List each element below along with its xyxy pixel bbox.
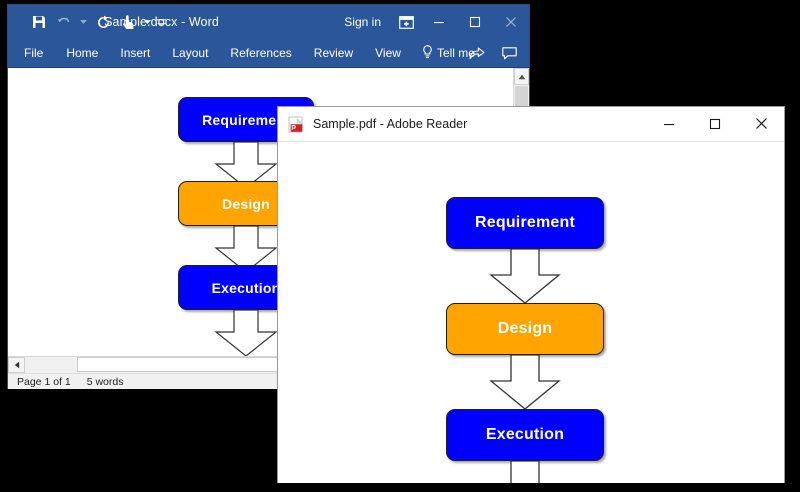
customize-qat-icon[interactable] [156, 11, 167, 33]
share-icon[interactable] [461, 39, 493, 67]
pdf-close-button[interactable] [738, 107, 784, 140]
status-word-count: 5 words [86, 375, 124, 388]
flow-connector-design-to-execution [488, 355, 562, 411]
tell-me-search[interactable]: Tell me [412, 44, 485, 62]
pdf-window-controls[interactable] [646, 107, 784, 140]
touch-mode-icon[interactable] [117, 11, 139, 33]
flow-connector-execution-trailing [488, 461, 562, 483]
tab-review[interactable]: Review [313, 46, 354, 60]
tab-home[interactable]: Home [66, 46, 99, 60]
flow-node-label: Design [497, 320, 553, 337]
adobe-pdf-icon [288, 116, 305, 133]
scroll-left-arrow-icon[interactable] [8, 357, 25, 373]
pdf-page-view[interactable]: Requirement Design Execution [278, 142, 784, 483]
tab-file[interactable]: File [24, 46, 44, 60]
ribbon-right-icons[interactable] [461, 39, 525, 67]
flow-node-design[interactable]: Design [446, 303, 604, 355]
flow-node-label: Design [222, 195, 270, 212]
ribbon-display-options-icon[interactable] [391, 5, 421, 39]
pdf-maximize-button[interactable] [692, 107, 738, 140]
word-titlebar-right[interactable]: Sign in [334, 5, 529, 39]
pdf-title-bar[interactable]: Sample.pdf - Adobe Reader [278, 107, 784, 142]
pdf-minimize-button[interactable] [646, 107, 692, 140]
flow-node-label: Requirement [202, 111, 290, 128]
save-icon[interactable] [28, 11, 50, 33]
tab-view[interactable]: View [375, 46, 401, 60]
word-minimize-button[interactable] [421, 5, 457, 39]
sign-in-button[interactable]: Sign in [344, 15, 381, 29]
scroll-up-arrow-icon[interactable] [514, 68, 529, 85]
redo-icon[interactable] [92, 11, 114, 33]
flow-node-label: Requirement [475, 214, 575, 231]
flow-node-label: Execution [211, 279, 281, 296]
undo-dropdown-chevron-down-icon[interactable] [78, 11, 89, 33]
undo-icon[interactable] [53, 11, 75, 33]
tab-layout[interactable]: Layout [172, 46, 209, 60]
word-close-button[interactable] [493, 5, 529, 39]
flow-connector-requirement-to-design [214, 142, 278, 190]
word-ribbon-tabs[interactable]: File Home Insert Layout References Revie… [8, 39, 529, 68]
status-page-info: Page 1 of 1 [17, 375, 71, 388]
flow-node-label: Execution [485, 426, 565, 443]
touch-mode-chevron-down-icon[interactable] [142, 11, 153, 33]
word-title-bar[interactable]: Sample.docx - Word Sign in [8, 5, 529, 39]
tab-references[interactable]: References [230, 46, 292, 60]
adobe-reader-window[interactable]: Sample.pdf - Adobe Reader Requirement [277, 106, 785, 483]
flow-connector-design-to-execution [214, 226, 278, 274]
flow-node-requirement[interactable]: Requirement [178, 97, 314, 142]
flow-node-execution[interactable]: Execution [446, 409, 604, 461]
comments-icon[interactable] [493, 39, 525, 67]
flow-connector-requirement-to-design [488, 249, 562, 305]
flow-connector-execution-trailing [214, 310, 278, 356]
tab-insert[interactable]: Insert [120, 46, 151, 60]
lightbulb-icon [422, 44, 433, 62]
quick-access-toolbar[interactable] [8, 11, 167, 33]
tell-me-label: Tell me [436, 46, 475, 60]
word-maximize-button[interactable] [457, 5, 493, 39]
pdf-document-title: Sample.pdf - Adobe Reader [313, 117, 468, 131]
flow-node-requirement[interactable]: Requirement [446, 197, 604, 249]
